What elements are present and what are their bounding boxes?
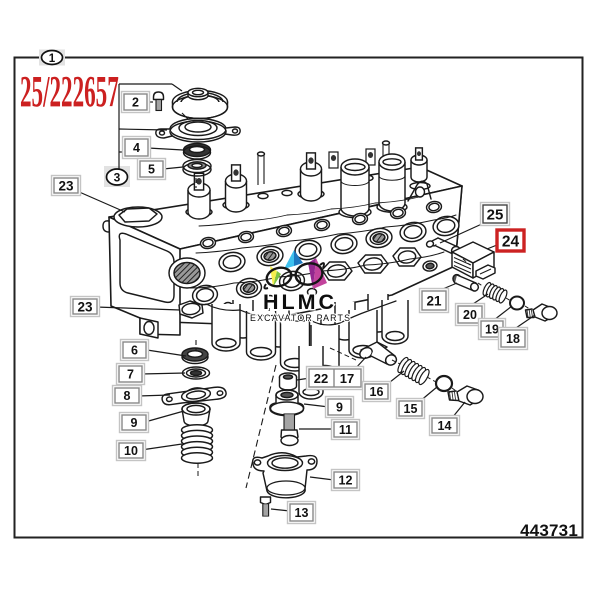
svg-text:8: 8 [124, 389, 131, 403]
svg-text:20: 20 [463, 308, 477, 322]
svg-text:19: 19 [485, 323, 499, 337]
svg-text:18: 18 [506, 332, 520, 346]
svg-text:EXCAVATOR PARTS: EXCAVATOR PARTS [250, 313, 350, 323]
svg-text:23: 23 [58, 178, 74, 193]
svg-text:22: 22 [314, 371, 328, 386]
svg-text:4: 4 [133, 141, 140, 155]
svg-text:13: 13 [295, 506, 309, 520]
svg-text:14: 14 [438, 419, 452, 433]
svg-text:7: 7 [127, 368, 134, 382]
svg-text:17: 17 [340, 371, 354, 386]
svg-text:16: 16 [370, 385, 384, 399]
svg-text:11: 11 [339, 423, 352, 437]
svg-text:10: 10 [124, 444, 138, 458]
svg-text:6: 6 [131, 344, 138, 358]
svg-text:24: 24 [502, 234, 520, 251]
svg-text:12: 12 [339, 474, 353, 488]
svg-text:21: 21 [426, 293, 442, 308]
svg-text:25: 25 [487, 206, 504, 223]
svg-text:9: 9 [336, 401, 343, 415]
svg-text:1: 1 [49, 53, 56, 65]
svg-text:HLMC: HLMC [263, 290, 337, 314]
svg-text:15: 15 [404, 402, 418, 416]
svg-text:3: 3 [114, 170, 121, 184]
svg-text:23: 23 [77, 299, 93, 314]
svg-text:443731: 443731 [520, 521, 578, 540]
svg-text:2: 2 [132, 96, 139, 110]
svg-text:25/222657: 25/222657 [20, 67, 119, 116]
svg-text:9: 9 [131, 416, 138, 430]
svg-text:5: 5 [148, 163, 155, 177]
